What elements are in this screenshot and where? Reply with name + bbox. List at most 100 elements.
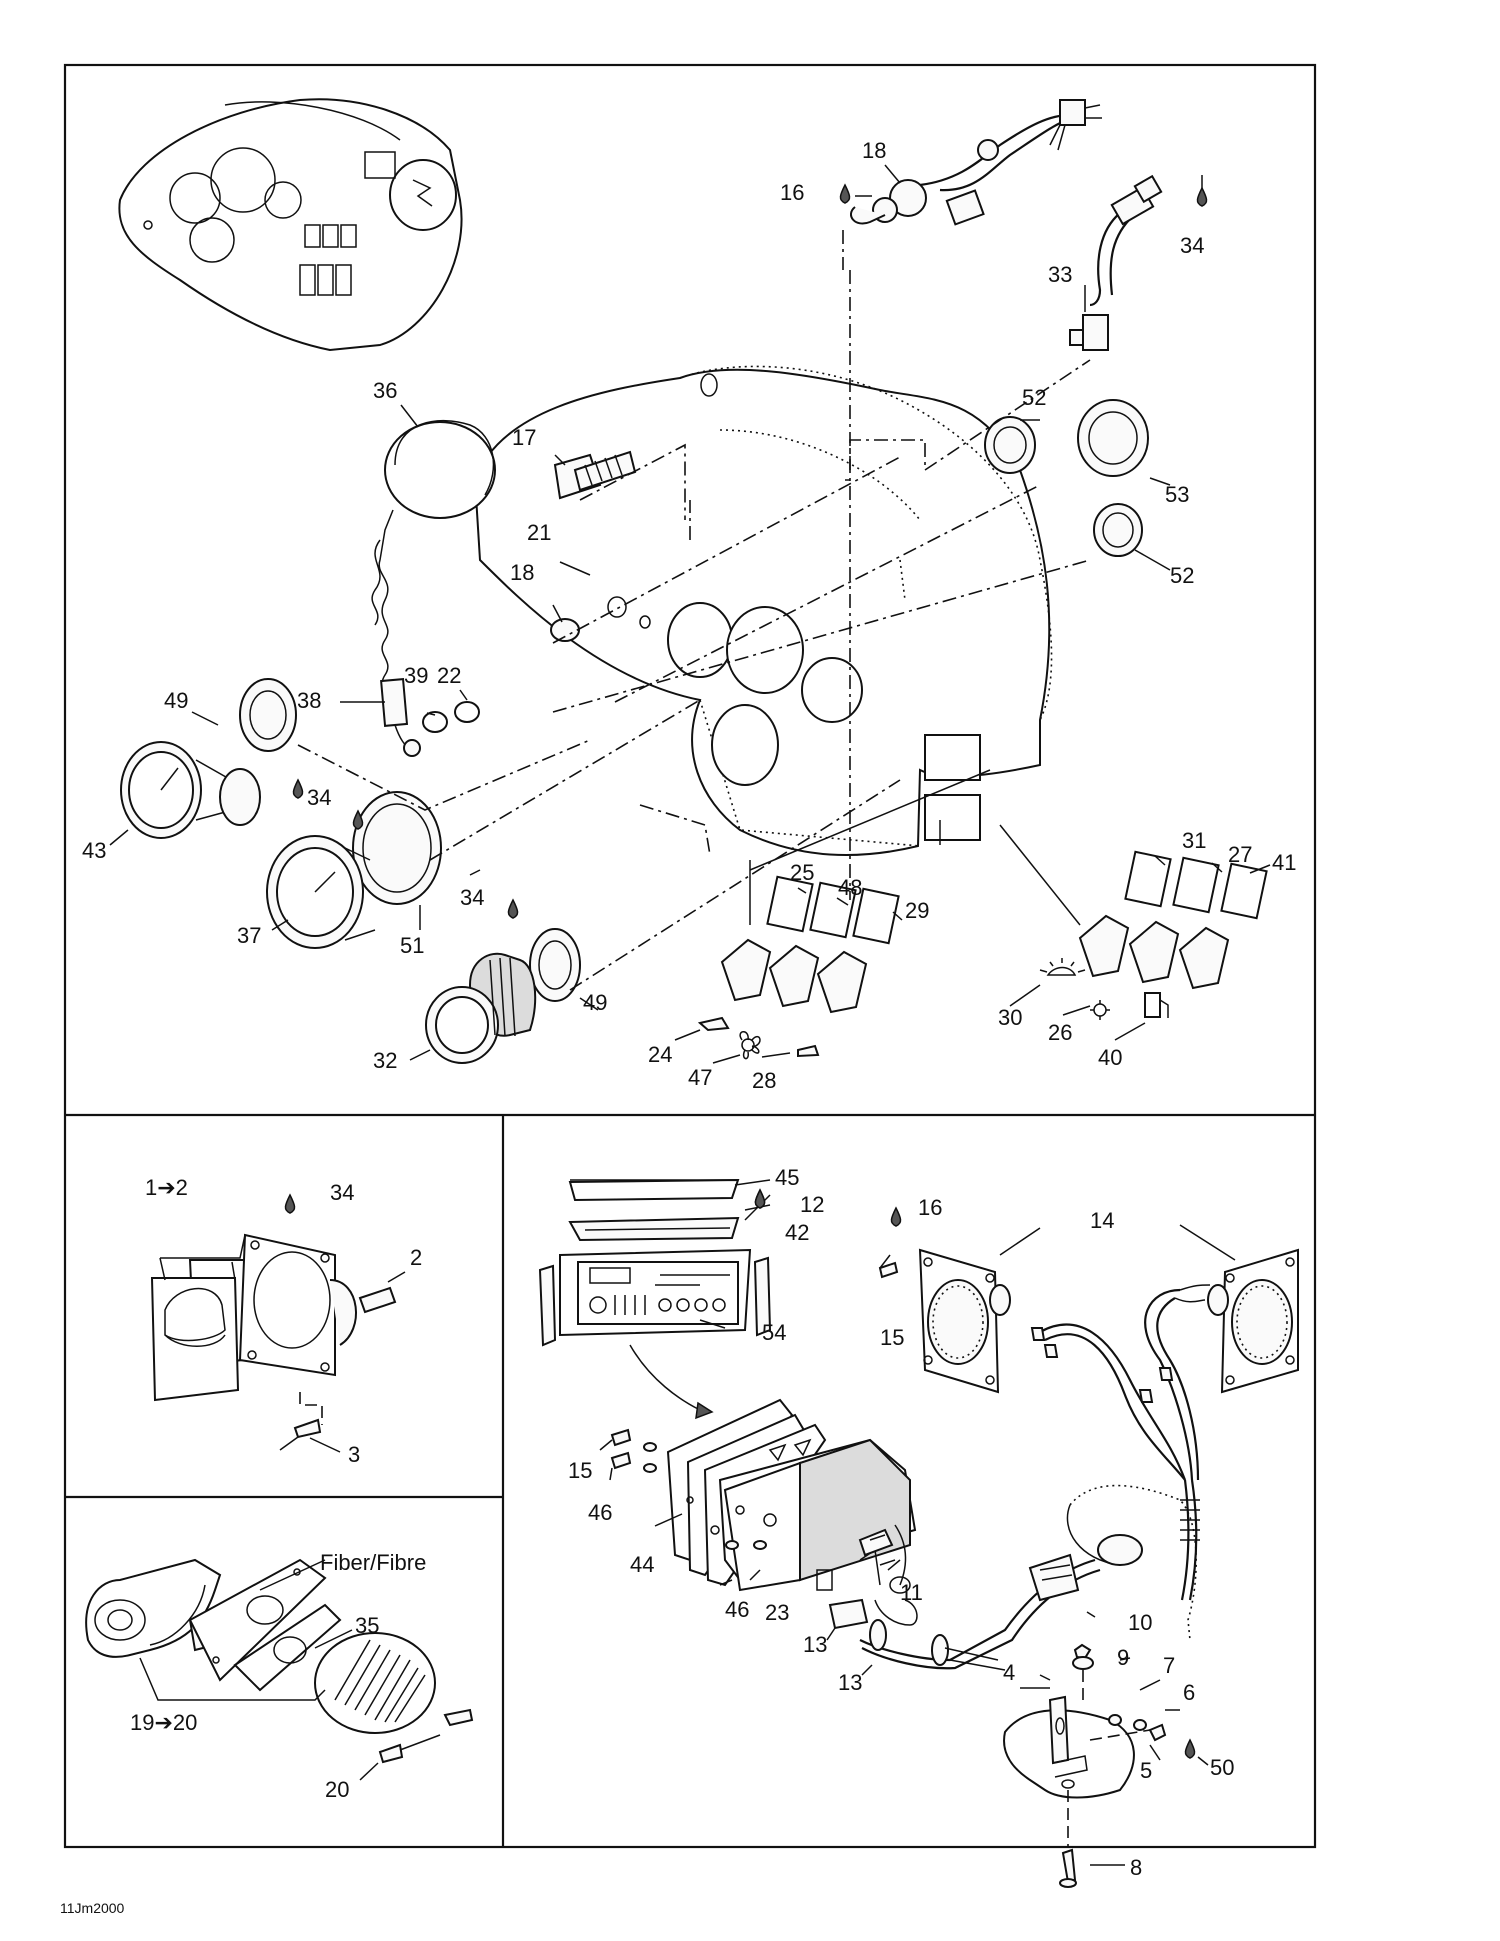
radio-sleeve — [666, 1398, 917, 1592]
callout-16: 16 — [780, 180, 804, 205]
callout-38: 38 — [297, 688, 321, 713]
callout-4: 4 — [1003, 1660, 1015, 1685]
callout-24: 24 — [648, 1042, 672, 1067]
callout-49-top: 49 — [164, 688, 188, 713]
drop-icon — [890, 1206, 902, 1227]
callout-40: 40 — [1098, 1045, 1122, 1070]
callout-1-2: 1➔2 — [145, 1175, 188, 1200]
callout-23: 23 — [765, 1600, 789, 1625]
callout-51: 51 — [400, 933, 424, 958]
callout-21: 21 — [527, 520, 551, 545]
callout-39: 39 — [404, 663, 428, 688]
leader-lines-top — [109, 164, 1271, 1064]
callout-53: 53 — [1165, 482, 1189, 507]
callout-27: 27 — [1228, 842, 1252, 867]
drop-icons-top — [292, 183, 1208, 919]
callout-19-20: 19➔20 — [130, 1710, 197, 1735]
callout-47: 47 — [688, 1065, 712, 1090]
callout-37: 37 — [237, 923, 261, 948]
callout-18: 18 — [862, 138, 886, 163]
callout-34: 34 — [1180, 233, 1204, 258]
callout-3: 3 — [348, 1442, 360, 1467]
callout-12: 12 — [800, 1192, 824, 1217]
drop-icon — [1196, 186, 1208, 207]
callout-29: 29 — [905, 898, 929, 923]
diagram-frame — [63, 63, 1317, 1849]
callout-35: 35 — [355, 1613, 379, 1638]
callout-15-b: 15 — [568, 1458, 592, 1483]
radio-assembly — [538, 1178, 772, 1420]
callout-50: 50 — [1210, 1755, 1234, 1780]
callout-30: 30 — [998, 1005, 1022, 1030]
callout-14: 14 — [1090, 1208, 1114, 1233]
callout-13: 13 — [803, 1632, 827, 1657]
drop-icon — [1184, 1738, 1196, 1759]
callout-54: 54 — [762, 1320, 786, 1345]
callout-5: 5 — [1140, 1758, 1152, 1783]
horn-assembly — [85, 1558, 474, 1781]
callout-34-d: 34 — [330, 1180, 354, 1205]
bezels-52-53 — [984, 399, 1149, 557]
callout-11: 11 — [900, 1580, 923, 1605]
part-callouts: 18 16 34 33 36 17 52 53 52 21 18 22 39 3… — [60, 138, 1296, 1916]
callout-46-b: 46 — [725, 1597, 749, 1622]
vent-assembly — [150, 1233, 406, 1453]
drop-icons-vent — [284, 1193, 296, 1214]
drop-icon — [292, 778, 304, 799]
part-33-switch — [1069, 174, 1163, 351]
drop-icon — [754, 1188, 766, 1209]
outer-border — [63, 63, 1317, 1849]
callout-48: 48 — [838, 875, 862, 900]
callout-8: 8 — [1130, 1855, 1142, 1880]
switch-group-right — [1039, 850, 1268, 1020]
guide-lines-top — [297, 230, 1091, 991]
callout-45: 45 — [775, 1165, 799, 1190]
callout-32: 32 — [373, 1048, 397, 1073]
drop-icon — [352, 809, 364, 830]
callout-31: 31 — [1182, 828, 1206, 853]
speaker-right — [1207, 1248, 1299, 1394]
callout-34-c: 34 — [460, 885, 484, 910]
callout-52-bottom: 52 — [1170, 563, 1194, 588]
callout-22: 22 — [437, 663, 461, 688]
callout-33: 33 — [1048, 262, 1072, 287]
part-17-fitting — [553, 450, 637, 500]
callout-15: 15 — [880, 1325, 904, 1350]
callout-17: 17 — [512, 425, 536, 450]
callout-16-b: 16 — [918, 1195, 942, 1220]
callout-28: 28 — [752, 1068, 776, 1093]
callout-13-b: 13 — [838, 1670, 862, 1695]
drop-icon — [284, 1193, 296, 1214]
callout-7: 7 — [1163, 1653, 1175, 1678]
callout-43: 43 — [82, 838, 106, 863]
callout-9: 9 — [1117, 1645, 1129, 1670]
console-overview — [118, 98, 463, 352]
callout-44: 44 — [630, 1552, 654, 1577]
figure-code: 11Jm2000 — [60, 1900, 125, 1916]
callout-46: 46 — [588, 1500, 612, 1525]
console-panel — [473, 365, 1053, 857]
gauges — [120, 678, 581, 1064]
callout-fiber: Fiber/Fibre — [320, 1550, 426, 1575]
drop-icon — [507, 898, 519, 919]
callout-49-bottom: 49 — [583, 990, 607, 1015]
drop-icons-extra — [754, 1188, 766, 1209]
callout-36: 36 — [373, 378, 397, 403]
drop-icon — [839, 183, 851, 204]
callout-26: 26 — [1048, 1020, 1072, 1045]
callout-2: 2 — [410, 1245, 422, 1270]
leader-lines-lower — [570, 1179, 1236, 1866]
part-36-cap-lanyard — [371, 419, 580, 757]
callout-10: 10 — [1128, 1610, 1152, 1635]
callout-20: 20 — [325, 1777, 349, 1802]
fasteners-lower-right — [610, 1254, 899, 1566]
callout-25: 25 — [790, 860, 814, 885]
speaker-left — [918, 1248, 1011, 1394]
callout-18-bottom: 18 — [510, 560, 534, 585]
callout-52-top: 52 — [1022, 385, 1046, 410]
mount-bracket — [1003, 1643, 1167, 1888]
callout-42: 42 — [785, 1220, 809, 1245]
switch-group-left — [697, 875, 900, 1060]
callout-41: 41 — [1272, 850, 1296, 875]
